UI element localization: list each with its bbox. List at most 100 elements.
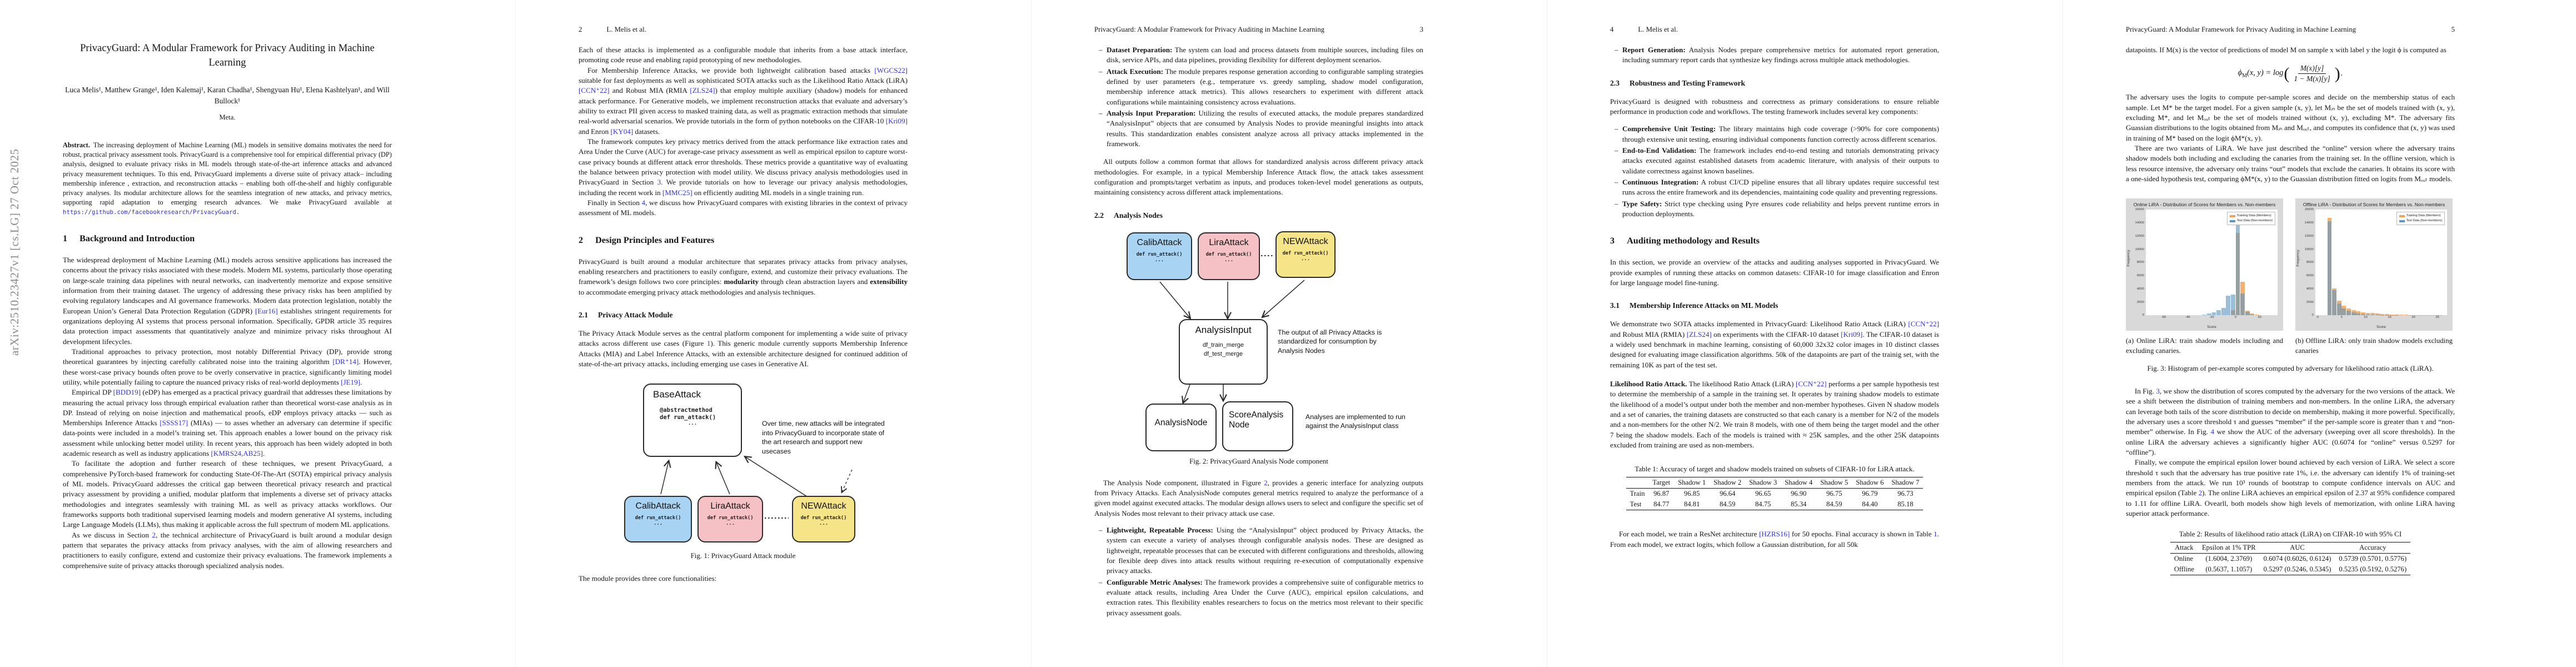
list-item: –Attack Execution: The module prepares r…	[1099, 67, 1423, 106]
fig2-annotation-1: The output of all Privacy Attacks is sta…	[1278, 328, 1382, 355]
table-row: Offline (0.5637, 1.1057) 0.5297 (0.5246,…	[2170, 564, 2411, 575]
table2-caption: Table 2: Results of likelihood ratio att…	[2179, 530, 2402, 539]
list-item: –End-to-End Validation: The framework in…	[1615, 146, 1939, 175]
paragraph: Empirical DP [BDD19] (eDP) has emerged a…	[63, 388, 392, 458]
fig3b-plot: Offline LiRA - Distribution of Scores fo…	[2295, 198, 2453, 331]
new-attack-box: NEWAttack def run_attack() ...	[792, 496, 855, 543]
legend-swatch-members	[2229, 215, 2235, 217]
paragraph: The Analysis Node component, illustrated…	[1094, 478, 1423, 517]
figure-1: BaseAttack @abstractmethod def run_attac…	[579, 379, 908, 546]
running-authors: L. Melis et al.	[1638, 26, 1678, 33]
list-item: –Report Generation: Analysis Nodes prepa…	[1615, 46, 1940, 64]
paragraph: For each model, we train a ResNet archit…	[1610, 530, 1939, 549]
github-link[interactable]: https://github.com/facebookresearch/Priv…	[63, 208, 240, 216]
fig3b-xlabel: Score	[2376, 325, 2386, 330]
paragraph: To facilitate the adoption and further r…	[63, 459, 392, 529]
paragraph: Each of these attacks is implemented as …	[579, 46, 908, 64]
table-1: Target Shadow 1 Shadow 2 Shadow 3 Shadow…	[1626, 477, 1924, 510]
fig3-caption: Fig. 3: Histogram of per-example scores …	[2147, 364, 2434, 373]
fig3b-subcaption: (b) Offline LiRA: only train shadow mode…	[2295, 337, 2453, 355]
list-item: –Configurable Metric Analyses: The frame…	[1099, 578, 1423, 617]
legend-swatch-members	[2399, 215, 2405, 217]
calib-attack-box: CalibAttack def run_attack() ...	[1127, 232, 1192, 280]
lira-run-in-heading: Likelihood Ratio Attack.	[1610, 379, 1687, 388]
page-3: PrivacyGuard: A Modular Framework for Pr…	[1031, 0, 1547, 667]
paragraph: The framework computes key privacy metri…	[579, 137, 908, 197]
table1-caption: Table 1: Accuracy of target and shadow m…	[1635, 465, 1915, 474]
fig1-annotation: Over time, new attacks will be integrate…	[762, 420, 885, 455]
paragraph: Likelihood Ratio Attack. The likelihood …	[1610, 379, 1939, 449]
lira-attack-box: LiraAttack def run_attack() ...	[1198, 232, 1260, 280]
running-title: PrivacyGuard: A Modular Framework for Pr…	[2126, 26, 2356, 33]
page-number: 2	[579, 26, 582, 33]
paragraph: We demonstrate two SOTA attacks implemen…	[1610, 320, 1939, 369]
paper-title: PrivacyGuard: A Modular Framework for Pr…	[80, 42, 375, 69]
fig3a-legend: Training Data (Members) Test Data (Non-m…	[2226, 212, 2275, 226]
table-header-row: Attack Epsilon at 1% TPR AUC Accuracy	[2170, 542, 2411, 554]
new-attack-box: NEWAttack def run_attack() ...	[1275, 231, 1336, 278]
fig3a-subcaption: (a) Online LiRA: train shadow models inc…	[2126, 337, 2283, 355]
page-number: 3	[1419, 26, 1423, 33]
arxiv-watermark: arXiv:2510.23427v1 [cs.LG] 27 Oct 2025	[8, 148, 21, 356]
fig3b-axes: Training Data (Members) Test Data (Non-m…	[2305, 208, 2447, 319]
paragraph: PrivacyGuard is built around a modular a…	[579, 257, 908, 296]
fig3b-legend: Training Data (Members) Test Data (Non-m…	[2396, 212, 2445, 226]
paragraph: All outputs follow a common format that …	[1094, 157, 1423, 197]
paragraph: As we discuss in Section 2, the technica…	[63, 530, 392, 570]
author-list: Luca Melis¹, Matthew Grange¹, Iden Kalem…	[65, 86, 390, 106]
figure-3: Online LiRA - Distribution of Scores for…	[2126, 198, 2455, 331]
legend-swatch-nonmembers	[2399, 220, 2405, 222]
fig2-caption: Fig. 2: PrivacyGuard Analysis Node compo…	[1189, 456, 1328, 465]
page-5: PrivacyGuard: A Modular Framework for Pr…	[2062, 0, 2576, 667]
table-row: Online (1.6004, 2.3769) 0.6074 (0.6026, …	[2174, 555, 2407, 563]
page-1: arXiv:2510.23427v1 [cs.LG] 27 Oct 2025 P…	[0, 0, 515, 667]
page-number: 5	[2451, 26, 2455, 33]
fig3a-xlabel: Score	[2207, 325, 2216, 330]
table-header-row: Target Shadow 1 Shadow 2 Shadow 3 Shadow…	[1626, 477, 1924, 489]
paragraph: Traditional approaches to privacy protec…	[63, 347, 392, 386]
paragraph: In Fig. 3, we show the distribution of s…	[2126, 387, 2455, 457]
logit-formula: ϕM(x, y) = log ( M(x)[y]1 − M(x)[y] ) .	[2238, 64, 2343, 83]
paragraph: There are two variants of LiRA. We have …	[2126, 143, 2455, 183]
list-item: –Analysis Input Preparation: Utilizing t…	[1099, 108, 1423, 148]
list-item: –Dataset Preparation: The system can loa…	[1099, 46, 1423, 64]
fig3a-plot: Online LiRA - Distribution of Scores for…	[2126, 198, 2283, 331]
analysis-input-box: AnalysisInput df_train_merge df_test_mer…	[1179, 318, 1268, 385]
fig3b-ylabel: Frequency	[2296, 250, 2300, 267]
table-row: Test 84.77 84.81 84.59 84.75 85.34 84.59…	[1626, 499, 1924, 510]
list-item: –Type Safety: Strict type checking using…	[1615, 199, 1939, 218]
affiliation: Meta.	[219, 113, 236, 122]
abstract-label: Abstract.	[63, 141, 90, 150]
paragraph: In this section, we provide an overview …	[1610, 258, 1939, 287]
analysis-node-box: AnalysisNode	[1145, 403, 1217, 451]
table-row: Train 96.87 96.85 96.64 96.65 96.90 96.7…	[1630, 490, 1914, 498]
paragraph: Finally in Section 4, we discuss how Pri…	[579, 198, 908, 217]
abstract-text: The increasing deployment of Machine Lea…	[63, 141, 392, 206]
paragraph: The Privacy Attack Module serves as the …	[579, 328, 908, 368]
paragraph: datapoints. If M(x) is the vector of pre…	[2126, 46, 2447, 54]
abstract: Abstract.The increasing deployment of Ma…	[63, 141, 392, 217]
list-item: –Lightweight, Repeatable Process: Using …	[1099, 525, 1424, 575]
paragraph: PrivacyGuard is designed with robustness…	[1610, 97, 1939, 116]
paragraph: The adversary uses the logits to compute…	[2126, 93, 2455, 142]
calib-attack-box: CalibAttack def run_attack() ...	[624, 496, 692, 543]
base-attack-box: BaseAttack @abstractmethod def run_attac…	[643, 384, 742, 457]
paragraph: For Membership Inference Attacks, we pro…	[579, 66, 908, 136]
running-title: PrivacyGuard: A Modular Framework for Pr…	[1094, 26, 1325, 33]
fig3a-title: Online LiRA - Distribution of Scores for…	[2133, 202, 2276, 208]
table-2: Attack Epsilon at 1% TPR AUC Accuracy On…	[2170, 542, 2411, 575]
paragraph: The widespread deployment of Machine Lea…	[63, 255, 392, 346]
fig3b-title: Offline LiRA - Distribution of Scores fo…	[2303, 202, 2445, 208]
fig1-caption: Fig. 1: PrivacyGuard Attack module	[690, 551, 796, 560]
fig3a-ylabel: Frequency	[2126, 250, 2131, 267]
